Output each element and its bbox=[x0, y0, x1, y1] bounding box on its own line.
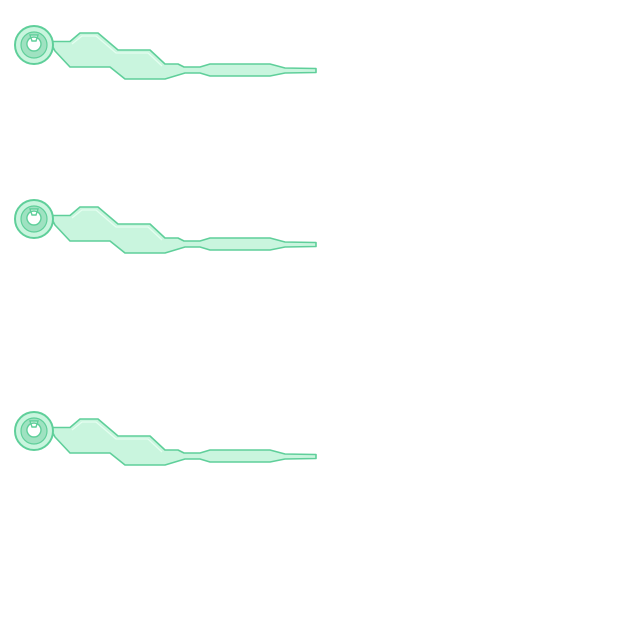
clock-hand-icon bbox=[14, 411, 317, 466]
clock-hand-icon bbox=[14, 25, 317, 80]
clock-hand-icon bbox=[14, 199, 317, 254]
